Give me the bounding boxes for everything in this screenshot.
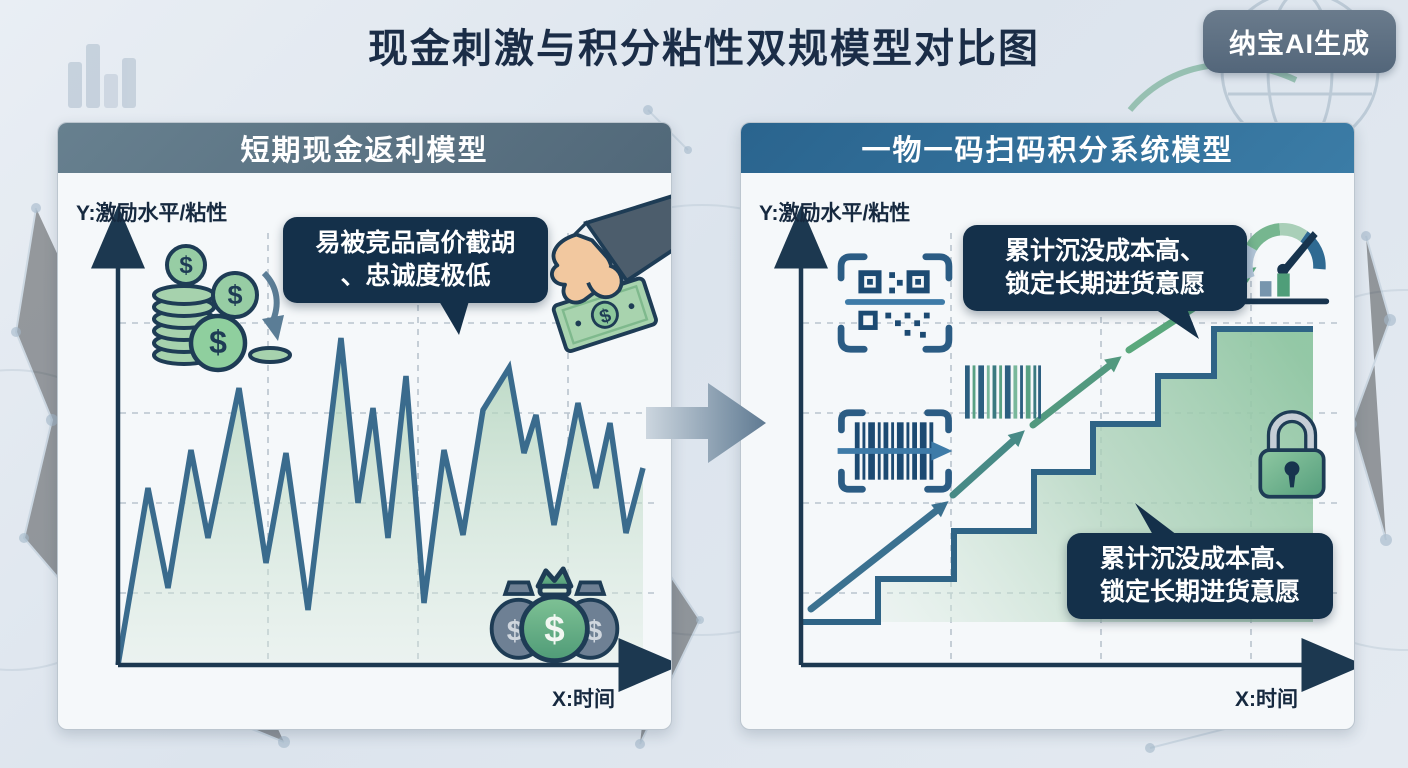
x-axis-label: X:时间 (1235, 688, 1298, 711)
panel-cash-rebate-title: 短期现金返利模型 (240, 135, 489, 167)
callout-tail (438, 301, 469, 335)
trend-arrow-head (1007, 430, 1025, 447)
panel-qr-points-title: 一物一码扫码积分系统模型 (861, 135, 1234, 167)
trend-arrow-head (1104, 356, 1122, 373)
cash-risk-callout-line1: 易被竞品高价截胡 (315, 229, 516, 257)
qr-scan-icon (833, 251, 957, 360)
x-axis-label: X:时间 (552, 688, 615, 711)
trend-arrow-head (931, 501, 949, 518)
svg-text:$: $ (507, 615, 523, 647)
cash-line (115, 337, 646, 666)
points-benefit-top-line1: 累计沉没成本高、 (1004, 237, 1205, 265)
svg-text:$: $ (179, 252, 193, 279)
gauge-icon (1233, 207, 1333, 318)
ai-generated-badge-label: 纳宝AI生成 (1229, 29, 1370, 59)
cash-risk-callout: 易被竞品高价截胡 、忠诚度极低 (283, 217, 548, 335)
axes (91, 205, 671, 692)
panel-qr-points-body: Y:激励水平/粘性 X:时间 (741, 173, 1354, 731)
trend-arrow-segment (807, 507, 940, 613)
svg-text:$: $ (586, 615, 602, 647)
points-benefit-callout-top: 累计沉没成本高、 锁定长期进货意愿 (963, 225, 1247, 339)
svg-text:$: $ (544, 608, 564, 649)
ai-generated-badge: 纳宝AI生成 (1203, 10, 1396, 73)
barcode-scan-icon (833, 407, 957, 500)
cash-risk-callout-line2: 、忠诚度极低 (340, 262, 491, 290)
lock-icon (1251, 401, 1333, 508)
points-benefit-callout-bottom: 累计沉没成本高、 锁定长期进货意愿 (1067, 503, 1333, 619)
mini-bar-chart-decoration (68, 44, 136, 108)
transition-arrow-icon (646, 380, 768, 471)
panel-cash-rebate-header: 短期现金返利模型 (58, 123, 671, 173)
vertical-barcode-icon (965, 365, 1041, 424)
y-axis-label: Y:激励水平/粘性 (759, 202, 911, 225)
hand-giving-cash-icon: $ (538, 193, 671, 363)
page-title: 现金刺激与积分粘性双规模型对比图 (368, 27, 1040, 71)
panel-cash-rebate: 短期现金返利模型 (57, 122, 672, 730)
money-bags-icon: $ $ $ (482, 551, 627, 671)
panel-qr-points-header: 一物一码扫码积分系统模型 (741, 123, 1354, 173)
points-benefit-top-line2: 锁定长期进货意愿 (1004, 270, 1205, 298)
stair-line (803, 326, 1313, 625)
panel-qr-points: 一物一码扫码积分系统模型 (740, 122, 1355, 730)
panel-cash-rebate-body: Y:激励水平/粘性 X:时间 $ $ $ (58, 173, 671, 731)
points-benefit-bottom-line1: 累计沉没成本高、 (1099, 545, 1300, 573)
svg-text:$: $ (227, 280, 242, 310)
axes (774, 205, 1354, 692)
trend-arrow-segment (1029, 362, 1113, 429)
svg-text:$: $ (209, 324, 227, 360)
trend-arrow-segment (949, 437, 1017, 499)
y-axis-label: Y:激励水平/粘性 (76, 202, 228, 225)
points-benefit-bottom-line2: 锁定长期进货意愿 (1099, 578, 1300, 606)
callout-tail (1155, 309, 1199, 339)
callout-tail (1135, 503, 1177, 535)
falling-coins-icon: $ $ $ (136, 243, 296, 380)
